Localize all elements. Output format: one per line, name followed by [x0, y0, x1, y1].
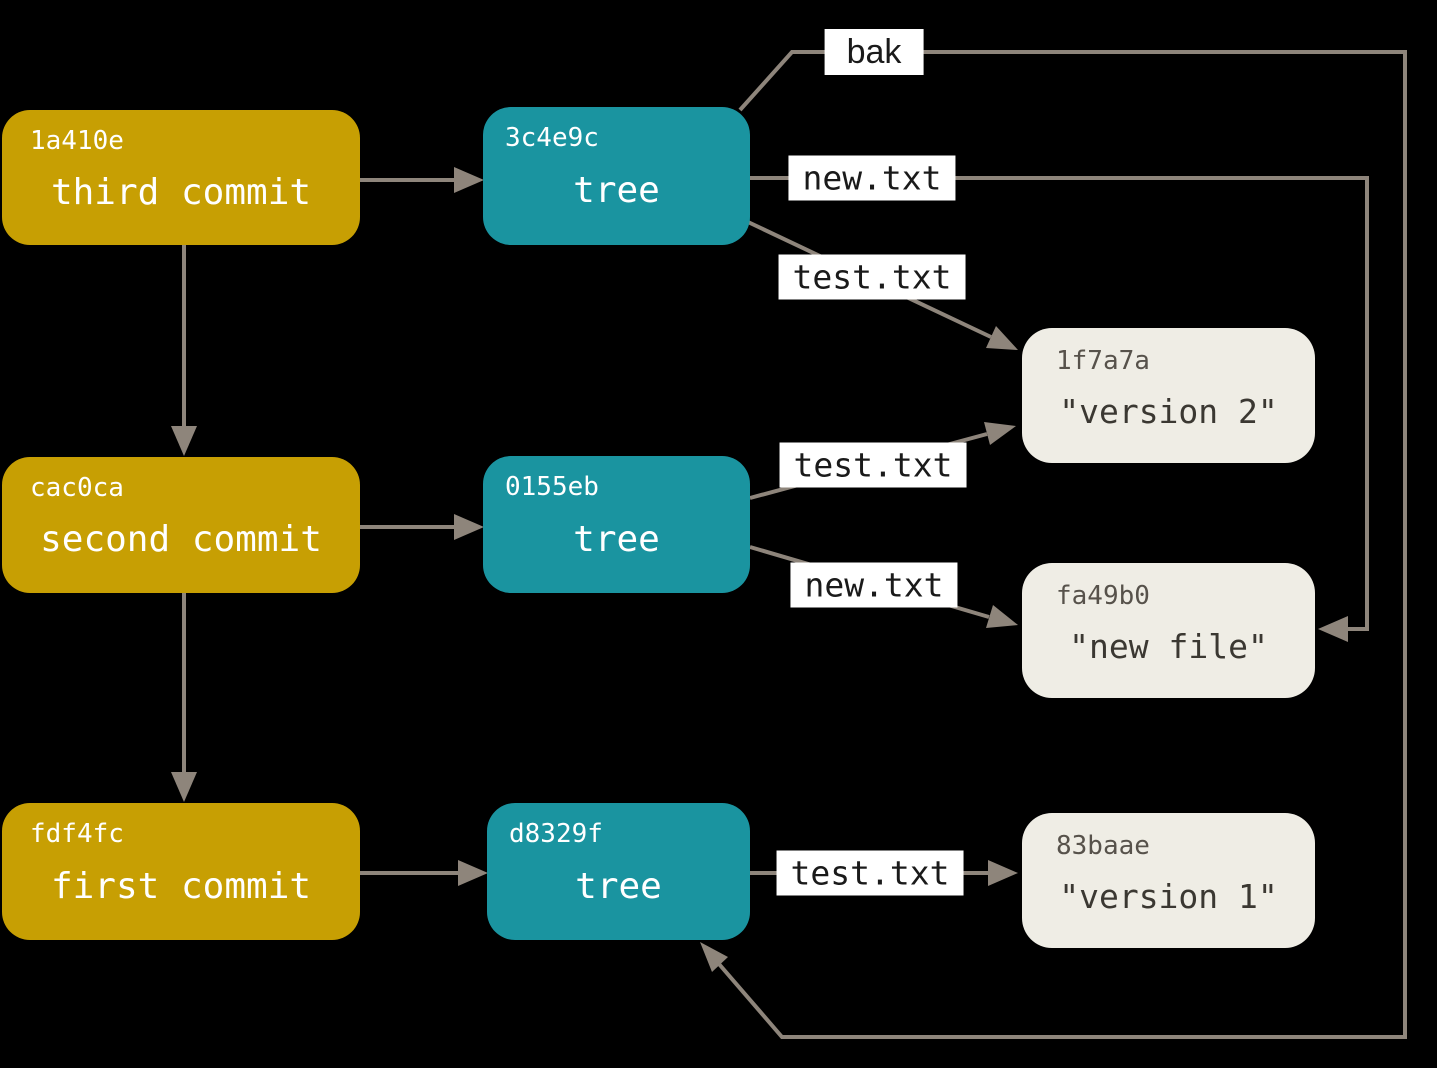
commit-message: first commit	[50, 865, 312, 907]
arrowhead-commit3-commit2	[171, 426, 197, 456]
arrowhead-commit2-tree2	[454, 514, 484, 540]
blob-node-version1: 83baae "version 1"	[1022, 813, 1315, 948]
arrowhead-commit1-tree1	[458, 860, 488, 886]
arrowhead-tree2-newtxt	[986, 605, 1018, 628]
tree-hash: 3c4e9c	[505, 123, 599, 153]
tree-label: tree	[573, 518, 660, 560]
edge-tree3-bak-tree1	[717, 50, 1407, 1039]
tree-label: tree	[573, 170, 660, 211]
commit-hash: fdf4fc	[30, 819, 124, 849]
blob-hash: 83baae	[1056, 831, 1150, 861]
commit-node-second: cac0ca second commit	[2, 457, 360, 593]
blob-hash: fa49b0	[1056, 581, 1150, 611]
tree-hash: 0155eb	[505, 472, 599, 502]
arrowhead-newtxt-blob	[1318, 616, 1348, 642]
arrowhead-tree2-testtxt	[984, 422, 1016, 445]
tree-node-third: 3c4e9c tree	[483, 107, 750, 245]
commit-message: second commit	[40, 519, 322, 560]
commit-hash: cac0ca	[30, 473, 124, 503]
tree-label: tree	[575, 865, 662, 907]
commit-message: third commit	[50, 171, 312, 213]
arrowhead-commit2-commit1	[171, 772, 197, 802]
edge-label-testtxt-middle: test.txt	[779, 442, 967, 488]
arrowhead-tree1-testtxt	[988, 860, 1018, 886]
edge-label-newtxt-middle: new.txt	[790, 562, 958, 608]
blob-content: "version 1"	[1059, 877, 1278, 916]
tree-hash: d8329f	[509, 819, 603, 849]
tree-node-second: 0155eb tree	[483, 456, 750, 593]
commit-hash: 1a410e	[30, 126, 124, 156]
commit-node-third: 1a410e third commit	[2, 110, 360, 245]
edge-label-bak: bak	[824, 29, 924, 75]
blob-node-newfile: fa49b0 "new file"	[1022, 563, 1315, 698]
edge-label-testtxt-top: test.txt	[778, 254, 966, 300]
blob-node-version2: 1f7a7a "version 2"	[1022, 328, 1315, 463]
edge-tree3-newtxt-blob	[750, 176, 1369, 631]
arrowhead-bak-tree1	[700, 942, 728, 972]
tree-node-first: d8329f tree	[487, 803, 750, 940]
arrowhead-commit3-tree3	[454, 167, 484, 193]
blob-hash: 1f7a7a	[1056, 346, 1150, 376]
blob-content: "version 2"	[1059, 392, 1278, 431]
arrowhead-tree3-testtxt	[986, 326, 1018, 350]
blob-content: "new file"	[1069, 627, 1268, 666]
edge-label-newtxt-top: new.txt	[788, 155, 956, 201]
edge-label-testtxt-bottom: test.txt	[776, 850, 964, 896]
commit-node-first: fdf4fc first commit	[2, 803, 360, 940]
